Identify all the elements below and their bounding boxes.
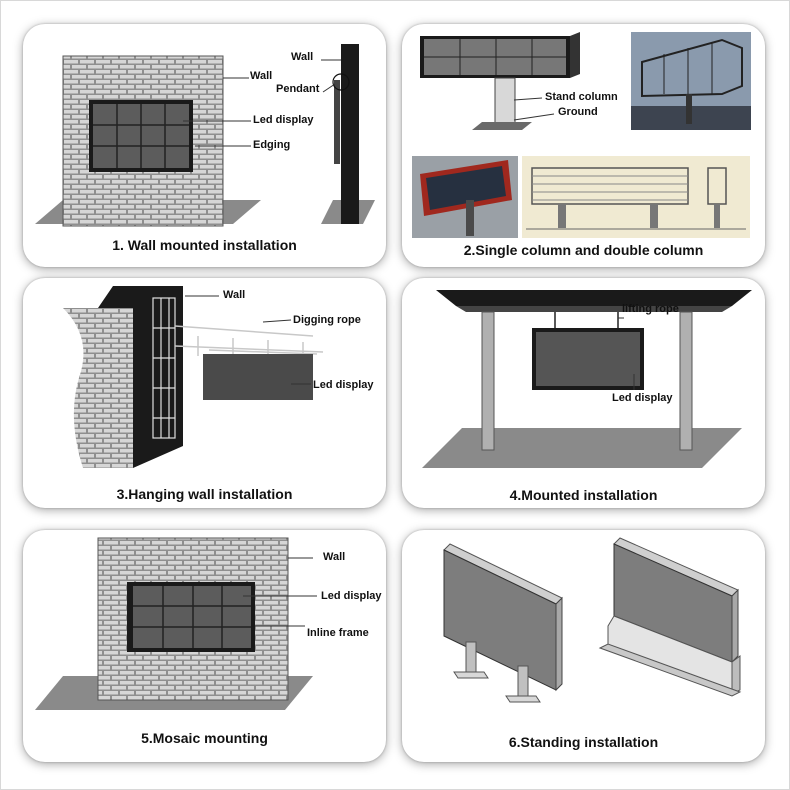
mosaic-illustration — [35, 537, 317, 710]
ground-slab — [422, 428, 742, 468]
side-wall — [341, 44, 359, 224]
label-wall-right: Wall — [291, 51, 314, 63]
canopy-edge — [456, 306, 732, 312]
right-pillar — [679, 311, 693, 451]
label-stand-column: Stand column — [545, 91, 618, 103]
label-pendant: Pendant — [276, 83, 320, 95]
led-display-panel — [536, 332, 640, 386]
base-stand-sign — [598, 537, 742, 697]
mounted-illustration — [422, 290, 752, 468]
label-digging-rope: Digging rope — [293, 314, 361, 326]
caption-column: 2.Single column and double column — [463, 242, 704, 258]
panel-wall-mounted: Wall Wall Pendant Led display Edging 1. … — [23, 24, 386, 267]
leader-pendant — [322, 83, 336, 93]
pendant-circle — [332, 73, 350, 91]
panel-mounted: lifting rope Led display 4.Mounted insta… — [402, 278, 765, 508]
double-column-photo — [631, 32, 751, 130]
steel-frame — [152, 297, 176, 439]
single-column-sign — [420, 32, 580, 130]
label-led-display: Led display — [612, 392, 673, 404]
panel-hanging-wall: Wall Digging rope Led display 3.Hanging … — [23, 278, 386, 508]
wall-mounted-illustration — [35, 44, 375, 227]
hanging-wall-illustration — [63, 286, 324, 468]
wall-block — [98, 286, 183, 468]
label-wall: Wall — [323, 551, 346, 563]
label-wall: Wall — [223, 289, 246, 301]
leader-rope — [262, 319, 292, 323]
label-led-display: Led display — [321, 590, 382, 602]
label-led-display: Led display — [253, 114, 314, 126]
red-cabinet-photo — [412, 156, 518, 238]
caption-standing: 6.Standing installation — [508, 734, 659, 750]
led-display-grid — [93, 104, 189, 168]
label-wall: Wall — [250, 70, 273, 82]
canopy-roof — [436, 290, 752, 306]
column-illustration — [412, 32, 751, 238]
left-pillar — [481, 311, 495, 451]
leg-stand-sign — [443, 543, 563, 703]
label-lifting-rope: lifting rope — [622, 303, 679, 315]
panel-standing: 6.Standing installation — [402, 530, 765, 762]
led-display-grid — [133, 586, 251, 648]
label-edging: Edging — [253, 139, 291, 151]
caption-mosaic: 5.Mosaic mounting — [141, 730, 268, 746]
label-inline-frame: Inline frame — [307, 627, 369, 639]
caption-hanging-wall: 3.Hanging wall installation — [116, 486, 293, 502]
panel-column: Stand column Ground 2.Single column and … — [402, 24, 765, 267]
led-display-panel — [203, 354, 313, 400]
technical-drawing — [522, 156, 750, 238]
label-led-display: Led display — [313, 379, 374, 391]
brick-wall-face — [63, 308, 133, 468]
side-display — [334, 80, 340, 164]
caption-mounted: 4.Mounted installation — [509, 487, 658, 503]
standing-illustration — [443, 537, 742, 703]
label-ground: Ground — [558, 106, 598, 118]
caption-wall-mounted: 1. Wall mounted installation — [112, 237, 297, 253]
panel-mosaic: Wall Led display Inline frame 5.Mosaic m… — [23, 530, 386, 762]
